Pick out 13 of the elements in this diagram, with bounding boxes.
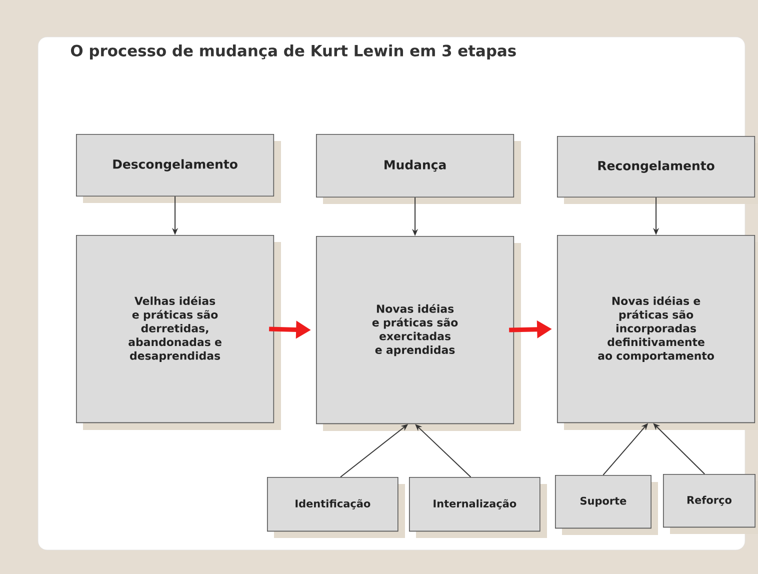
factor-box: Internalização [409,476,547,538]
factor-box: Suporte [555,474,658,535]
description-box: Novas idéias e práticas são exercitadas e aprendidas [316,236,521,431]
stage-box: Descongelamento [76,134,281,203]
description-box: Novas idéias e práticas são incorporadas definitivamente ao comportamento [557,234,758,430]
factor-box: Identificação [267,476,405,538]
arrow [415,424,472,478]
factor-box: Reforço [663,474,758,534]
stage-box: Mudança [316,134,521,204]
title: O processo de mudança de Kurt Lewin em 3 etapas [70,44,516,60]
description-box: Velhas idéias e práticas são derretidas, abandonadas e desaprendidas [76,234,281,430]
stage-box: Recongelamento [557,136,758,204]
arrow [653,423,706,474]
